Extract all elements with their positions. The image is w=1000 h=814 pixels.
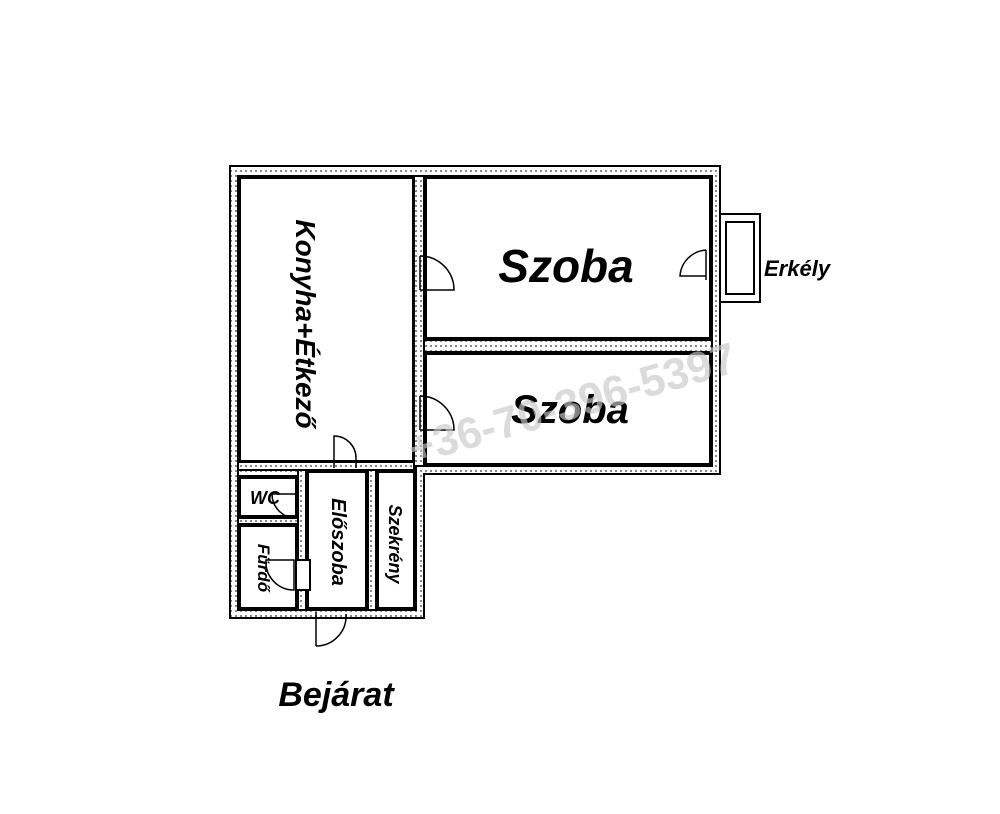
room-large-label: Szoba xyxy=(498,240,633,292)
door-wc xyxy=(271,493,298,519)
door-kitchen-hall xyxy=(333,435,357,468)
doors xyxy=(265,249,707,647)
door-small-room xyxy=(419,395,455,431)
door-bathroom xyxy=(265,559,311,591)
wardrobe-label: Szekrény xyxy=(385,504,405,584)
interior-walls xyxy=(237,175,713,611)
hall-label: Előszoba xyxy=(327,498,349,586)
entrance-label: Bejárat xyxy=(278,676,395,714)
bathroom-label: Fürdő xyxy=(254,544,273,593)
door-entrance xyxy=(315,612,347,647)
room-small-label: Szoba xyxy=(511,388,629,432)
room-outlines xyxy=(239,177,711,609)
door-room-balcony xyxy=(679,249,707,280)
balcony xyxy=(719,213,761,303)
door-kitchen-room xyxy=(419,255,455,291)
balcony-label: Erkély xyxy=(764,256,832,281)
wc-label: WC xyxy=(250,488,281,508)
kitchen-label: Konyha+Étkező xyxy=(290,219,321,429)
